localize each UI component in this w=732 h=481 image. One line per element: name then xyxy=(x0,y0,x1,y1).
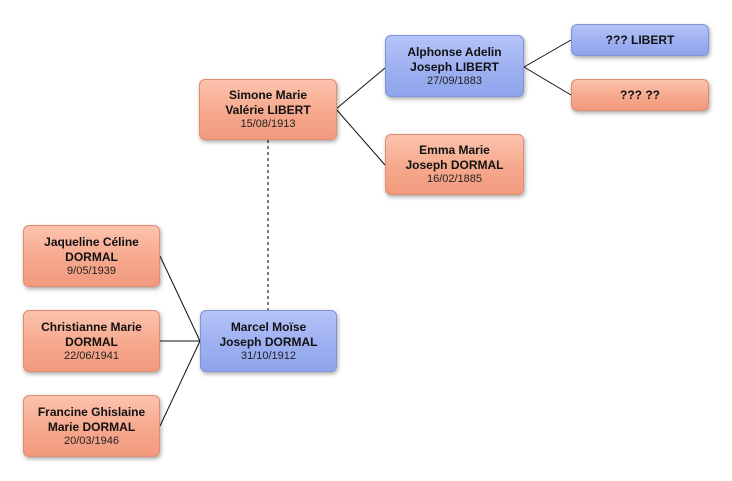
person-name-line2: Joseph DORMAL xyxy=(405,158,504,172)
person-name-line1: Marcel Moïse xyxy=(230,319,307,334)
person-box-libert-father[interactable]: ??? LIBERT xyxy=(571,24,709,56)
person-box-christianne[interactable]: Christianne Marie DORMAL 22/06/1941 xyxy=(23,310,160,372)
connector-simone-alphonse xyxy=(335,67,386,110)
person-name-line1: Alphonse Adelin xyxy=(407,44,502,59)
person-box-jaqueline[interactable]: Jaqueline Céline DORMAL 9/05/1939 xyxy=(23,225,160,287)
person-name-line1: ??? ?? xyxy=(620,87,660,102)
person-name-line2: Valérie LIBERT xyxy=(225,103,311,117)
person-name-line1: Jaqueline Céline xyxy=(44,234,139,249)
connector-jaqueline-marcel xyxy=(159,255,201,342)
person-box-marcel[interactable]: Marcel Moïse Joseph DORMAL 31/10/1912 xyxy=(200,310,337,372)
person-name-line1: Simone Marie xyxy=(228,88,308,102)
person-box-alphonse[interactable]: Alphonse Adelin Joseph LIBERT 27/09/1883 xyxy=(385,35,524,97)
person-birth-date: 16/02/1885 xyxy=(426,173,483,185)
person-box-libert-mother[interactable]: ??? ?? xyxy=(571,79,709,111)
connector-francine-marcel xyxy=(159,340,201,427)
person-name-line2: DORMAL xyxy=(65,334,118,349)
person-name-line2: Joseph DORMAL xyxy=(219,334,318,349)
person-birth-date: 15/08/1913 xyxy=(240,118,296,130)
person-birth-date: 20/03/1946 xyxy=(63,434,120,447)
person-birth-date: 27/09/1883 xyxy=(426,74,483,87)
person-box-simone[interactable]: Simone Marie Valérie LIBERT 15/08/1913 xyxy=(199,79,337,140)
connector-simone-emma xyxy=(335,108,386,166)
person-birth-date: 31/10/1912 xyxy=(240,349,297,362)
person-box-francine[interactable]: Francine Ghislaine Marie DORMAL 20/03/19… xyxy=(23,395,160,457)
connector-alphonse-father xyxy=(523,39,572,68)
person-name-line1: Francine Ghislaine xyxy=(37,404,146,419)
person-name-line2: Marie DORMAL xyxy=(47,419,136,434)
person-box-emma[interactable]: Emma Marie Joseph DORMAL 16/02/1885 xyxy=(385,134,524,195)
person-name-line2: Joseph LIBERT xyxy=(410,59,499,74)
person-name-line1: Christianne Marie xyxy=(41,319,142,334)
person-name-line1: ??? LIBERT xyxy=(605,32,675,47)
person-name-line2: DORMAL xyxy=(65,249,118,264)
person-birth-date: 9/05/1939 xyxy=(67,264,116,277)
connector-alphonse-mother xyxy=(523,66,572,96)
person-name-line1: Emma Marie xyxy=(419,143,490,157)
person-birth-date: 22/06/1941 xyxy=(63,349,120,362)
